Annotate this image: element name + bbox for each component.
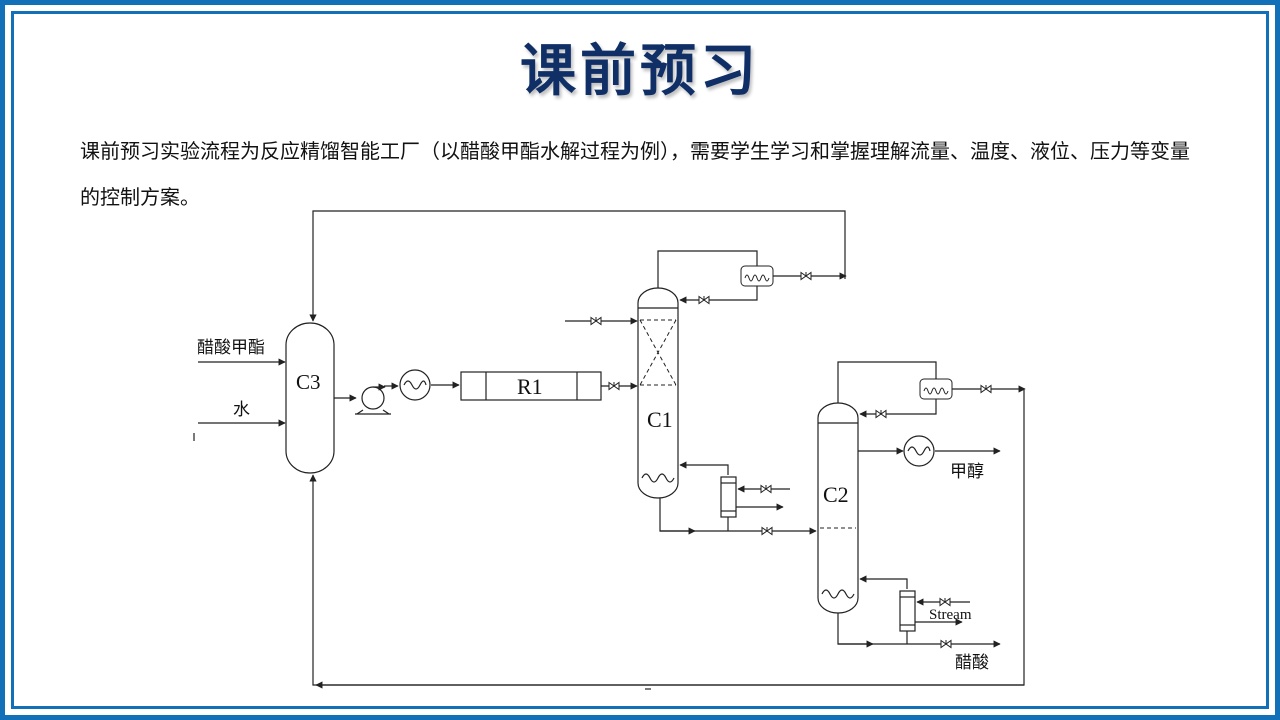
label-water-feed: 水 [233,400,250,420]
column-c3 [285,322,335,474]
c2-condenser [919,378,953,400]
intro-text: 课前预习实验流程为反应精馏智能工厂（以醋酸甲酯水解过程为例），需要学生学习和掌握… [80,139,1190,209]
pump [361,386,385,410]
label-methyl-acetate-feed: 醋酸甲酯 [197,338,265,358]
label-r1: R1 [517,374,543,399]
feed-heater [399,369,431,401]
label-methanol-product: 甲醇 [950,462,984,482]
c1-condenser [740,265,774,287]
slide-title: 课前预习 [520,38,760,104]
slide-frame-inner [11,11,1269,709]
label-steam: Stream [929,607,972,623]
label-c2: C2 [823,482,849,507]
column-c2 [817,402,859,614]
label-acetic-acid-product: 醋酸 [955,653,989,673]
column-c1 [637,287,679,499]
methanol-cooler [903,435,935,467]
label-c3: C3 [296,370,321,394]
label-c1: C1 [647,407,673,432]
